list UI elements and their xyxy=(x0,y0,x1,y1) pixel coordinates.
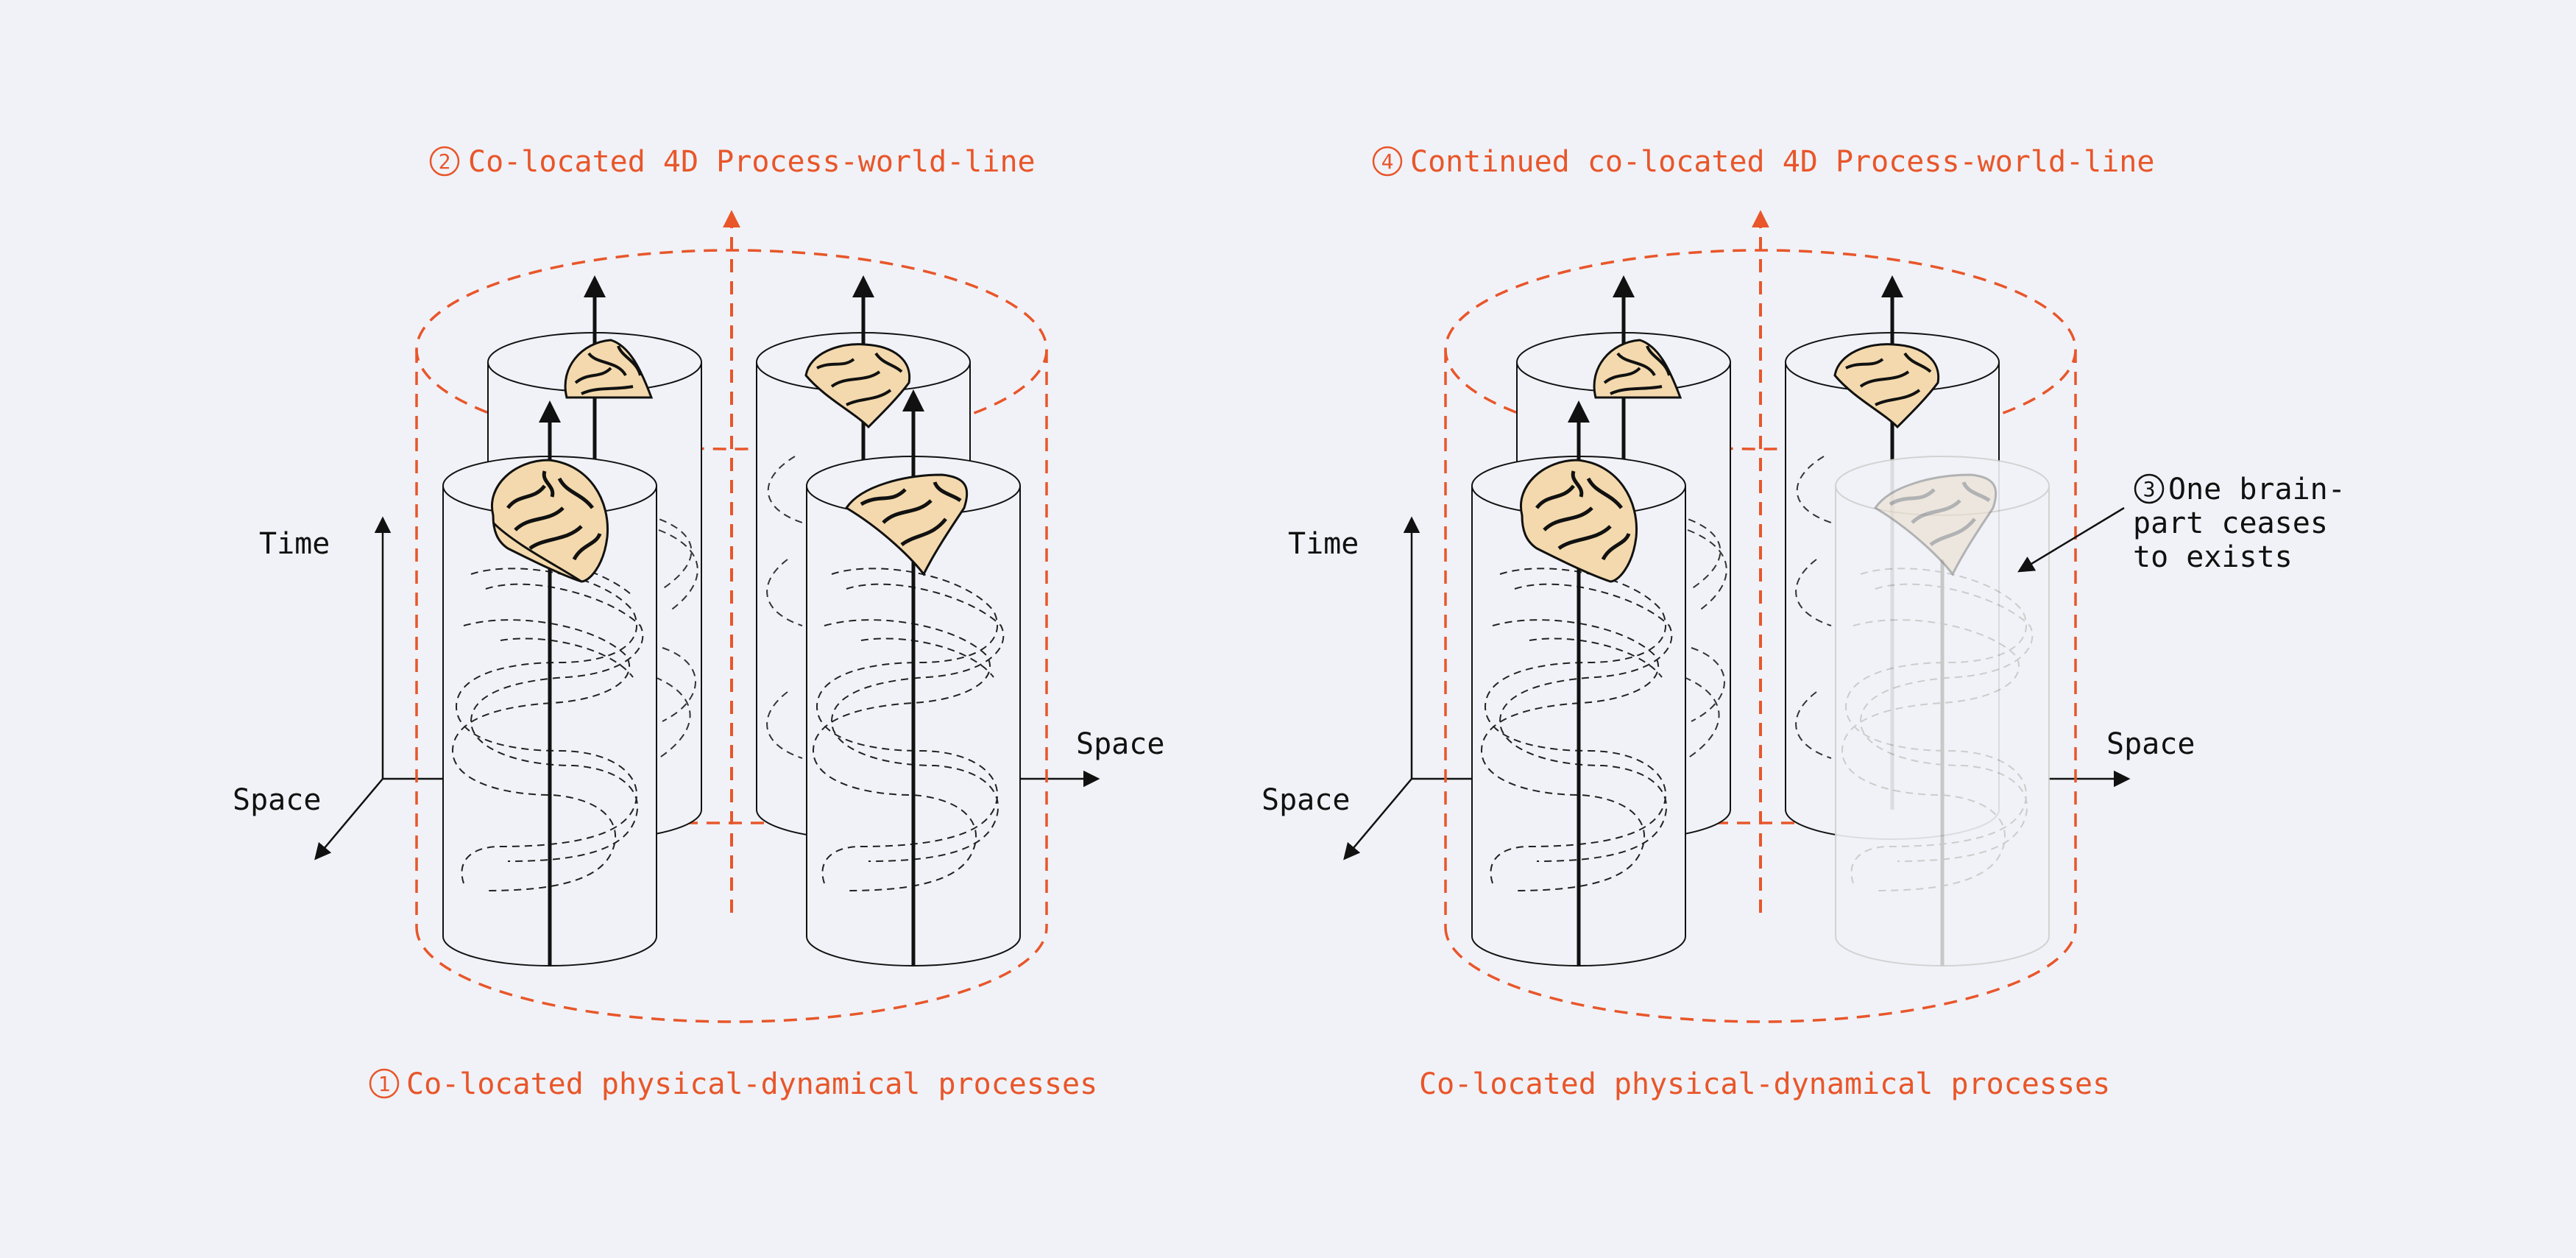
right-top-number-badge xyxy=(1372,146,1403,177)
right-annotation: 3 One brain- part ceases to exists xyxy=(2017,473,2346,574)
right-outer-bottom-arc xyxy=(1444,927,2077,1023)
brain-icon xyxy=(1833,343,1940,429)
left-bottom-title: 1 Co-located physical-dynamical processe… xyxy=(369,1067,1097,1101)
brain-icon xyxy=(1593,339,1682,399)
left-axis-time-label: Time xyxy=(259,527,330,561)
right-top-title: 4 Continued co-located 4D Process-world-… xyxy=(1372,145,2154,179)
annotation-line-2: part ceases xyxy=(2133,506,2328,540)
left-top-number: 2 xyxy=(439,149,451,174)
annotation-line-1: One brain- xyxy=(2168,473,2346,506)
right-top-label: Continued co-located 4D Process-world-li… xyxy=(1410,145,2154,179)
annotation-number-badge xyxy=(2134,473,2165,504)
right-axis-time-label: Time xyxy=(1288,527,1359,561)
left-bottom-number-badge xyxy=(369,1068,400,1099)
right-top-number: 4 xyxy=(1381,149,1394,174)
brain-icon xyxy=(844,473,969,576)
right-axis-space-diag-label: Space xyxy=(1262,783,1350,817)
brain-icon xyxy=(804,343,911,429)
left-top-title: 2 Co-located 4D Process-world-line xyxy=(429,145,1036,179)
left-outer-bottom-arc xyxy=(415,927,1048,1023)
left-bottom-label: Co-located physical-dynamical processes xyxy=(406,1067,1097,1101)
brain-icon xyxy=(564,339,654,399)
left-axes xyxy=(314,516,1100,861)
brain-icon xyxy=(491,459,609,583)
right-axes xyxy=(1343,516,2131,861)
right-panel: 4 Continued co-located 4D Process-world-… xyxy=(1262,145,2346,1101)
right-bottom-label: Co-located physical-dynamical processes xyxy=(1419,1067,2110,1101)
right-bottom-title: Co-located physical-dynamical processes xyxy=(1419,1067,2110,1101)
annotation-number: 3 xyxy=(2143,477,2156,501)
annotation-arrow xyxy=(2017,506,2125,573)
brain-icon xyxy=(1873,473,1998,576)
left-top-number-badge xyxy=(429,146,460,177)
right-axis-space-right-label: Space xyxy=(2106,727,2195,761)
left-panel: 2 Co-located 4D Process-world-line Time … xyxy=(233,145,1164,1101)
left-bottom-number: 1 xyxy=(378,1072,391,1096)
left-top-label: Co-located 4D Process-world-line xyxy=(468,145,1036,179)
left-axis-space-diag-label: Space xyxy=(233,783,321,817)
annotation-line-3: to exists xyxy=(2133,540,2293,574)
left-axis-space-right-label: Space xyxy=(1076,727,1164,761)
right-space-diag-axis xyxy=(1343,778,1412,861)
brain-icon xyxy=(1520,459,1638,583)
left-space-diag-axis xyxy=(314,778,383,861)
